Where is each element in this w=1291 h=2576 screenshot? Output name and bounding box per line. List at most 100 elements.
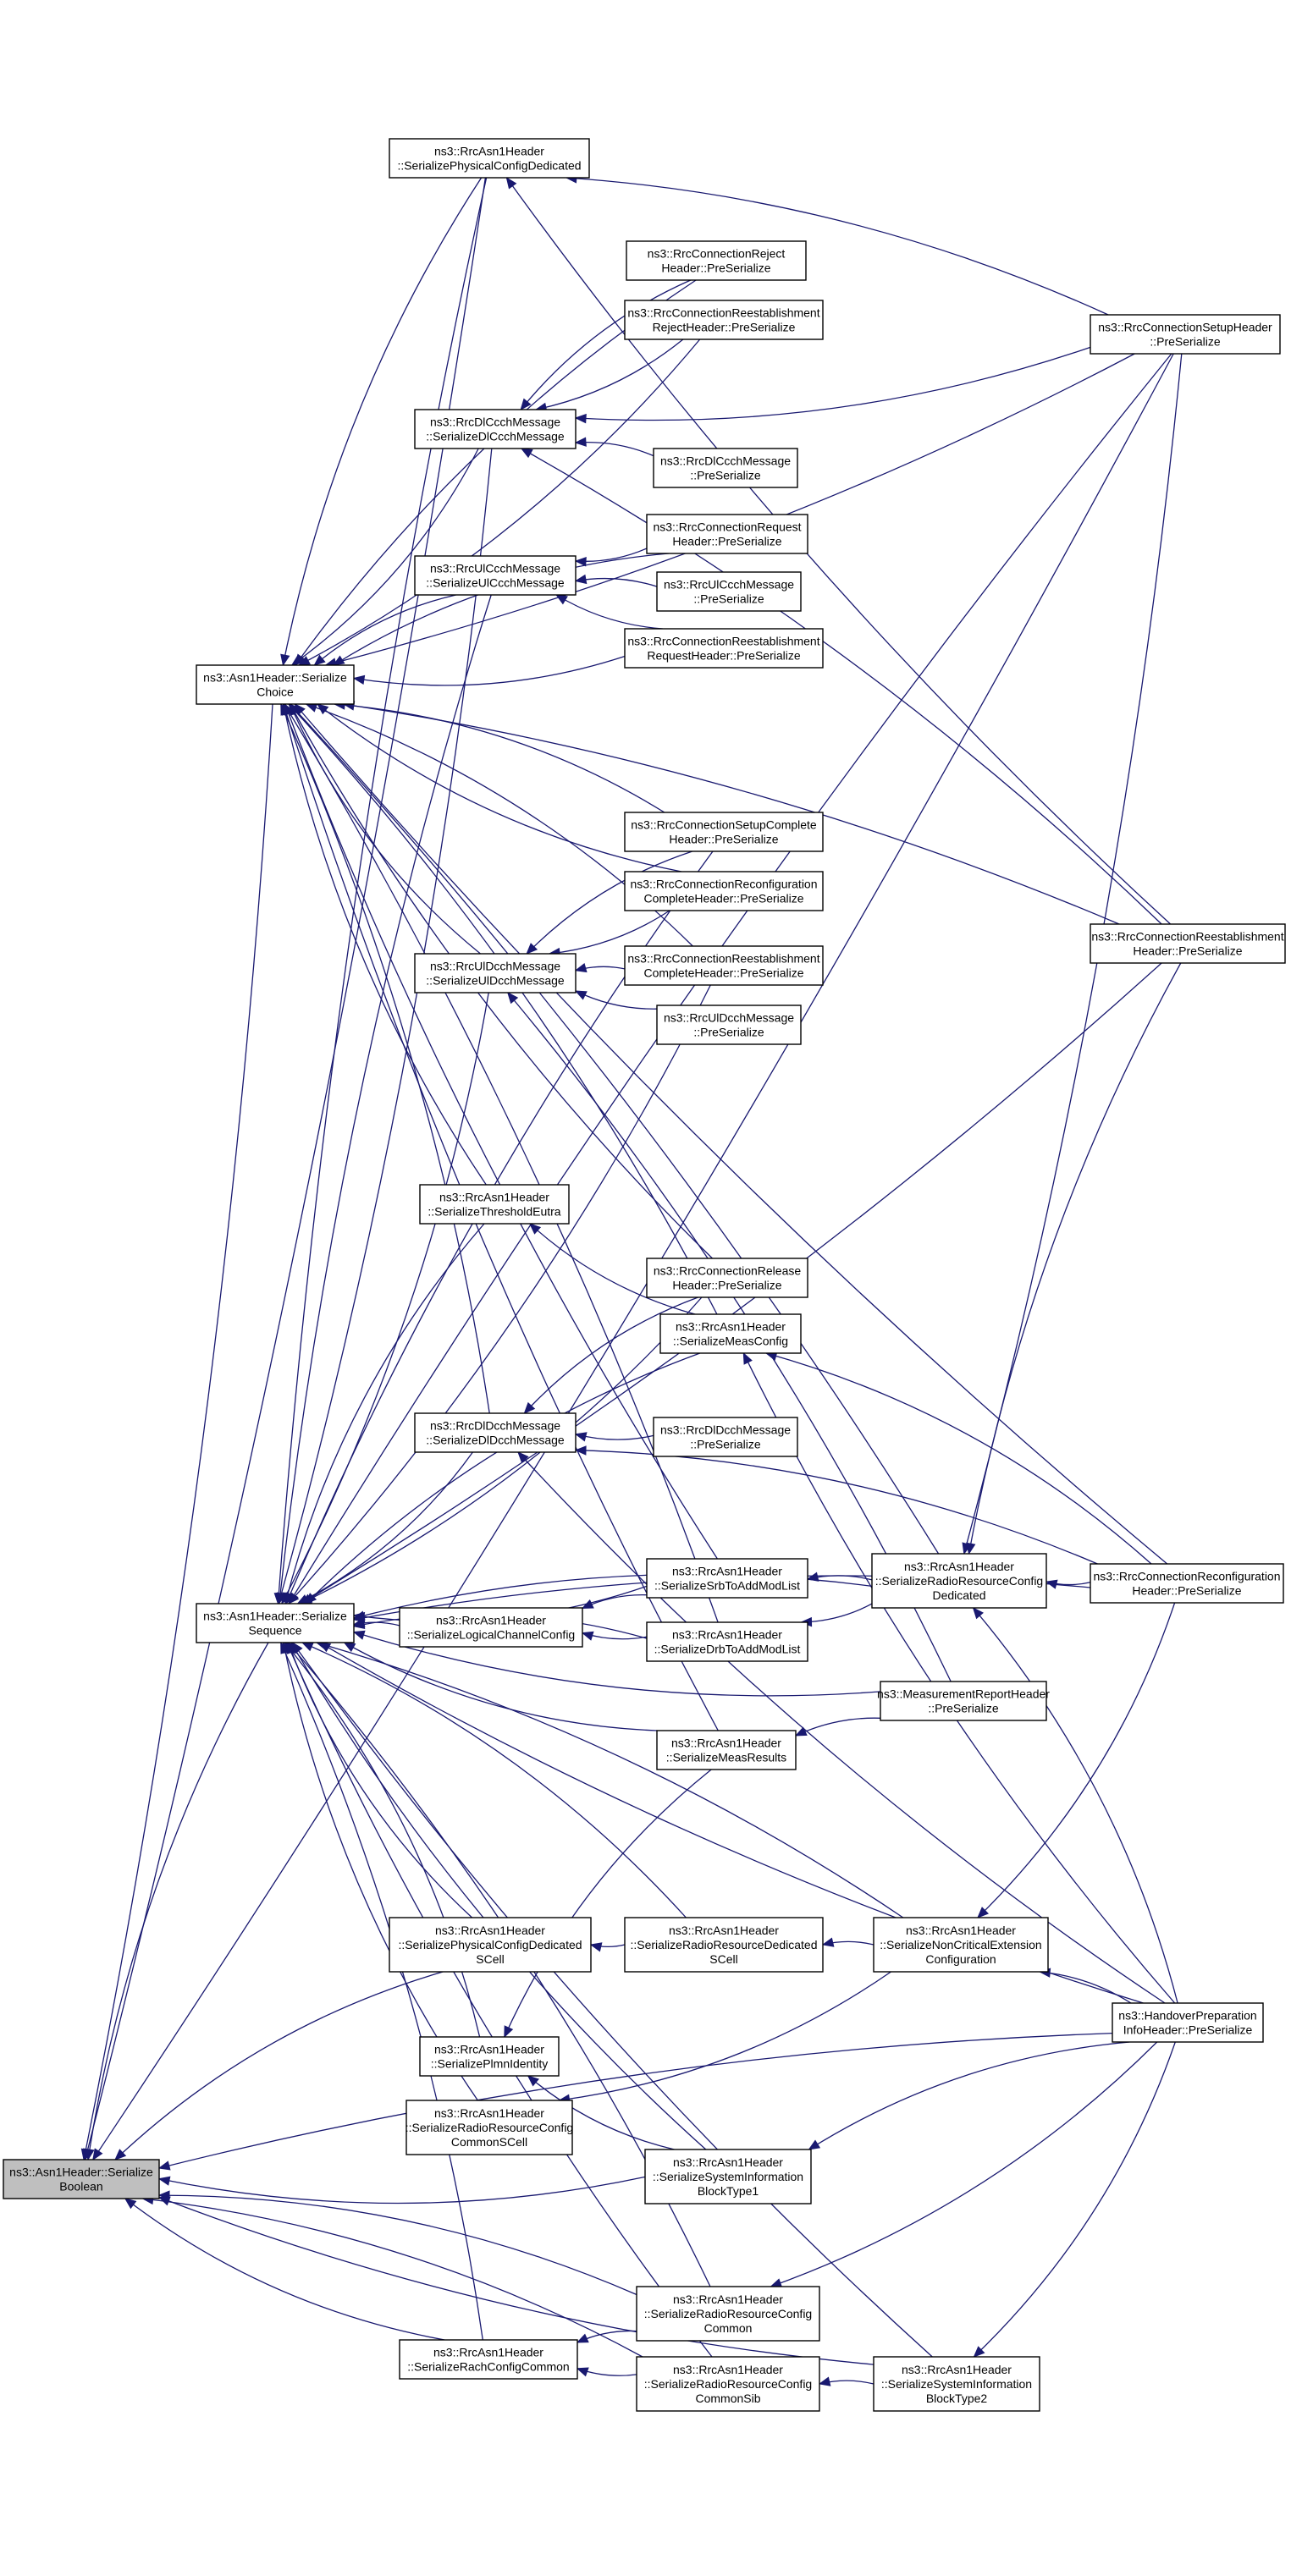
arrowhead-icon xyxy=(1045,1579,1058,1589)
graph-node-noncrit[interactable]: ns3::RrcAsn1Header::SerializeNonCritical… xyxy=(873,1917,1049,1973)
graph-node-rrcommon_scell[interactable]: ns3::RrcAsn1Header::SerializeRadioResour… xyxy=(406,2100,573,2155)
graph-node-measconfig[interactable]: ns3::RrcAsn1Header::SerializeMeasConfig xyxy=(659,1313,802,1354)
node-box[interactable] xyxy=(646,1558,808,1599)
graph-node-conn_release[interactable]: ns3::RrcConnectionReleaseHeader::PreSeri… xyxy=(646,1258,808,1298)
graph-node-reconf_complete[interactable]: ns3::RrcConnectionReconfigurationComplet… xyxy=(624,871,824,911)
node-box[interactable] xyxy=(644,2149,812,2204)
node-box[interactable] xyxy=(414,555,577,596)
node-label-line: ::SerializeDrbToAddModList xyxy=(654,1642,801,1655)
graph-node-thresh[interactable]: ns3::RrcAsn1Header::SerializeThresholdEu… xyxy=(419,1184,570,1225)
node-label-line: BlockType1 xyxy=(698,2184,759,2198)
node-box[interactable] xyxy=(653,1417,798,1457)
arrowhead-icon xyxy=(92,2148,103,2161)
graph-node-ulccch_pre[interactable]: ns3::RrcUlCcchMessage::PreSerialize xyxy=(656,571,802,612)
call-edge-sib1-to-bool xyxy=(158,2176,646,2204)
node-box[interactable] xyxy=(656,571,802,612)
node-box[interactable] xyxy=(873,1917,1049,1973)
node-box[interactable] xyxy=(656,1005,802,1045)
node-box[interactable] xyxy=(873,2356,1040,2412)
node-box[interactable] xyxy=(1090,314,1281,355)
graph-node-rrded_scell[interactable]: ns3::RrcAsn1Header::SerializeRadioResour… xyxy=(624,1917,824,1973)
node-box[interactable] xyxy=(419,1184,570,1225)
graph-node-drb[interactable]: ns3::RrcAsn1Header::SerializeDrbToAddMod… xyxy=(646,1621,808,1662)
node-box[interactable] xyxy=(636,2286,820,2342)
graph-node-rrcommon_sib[interactable]: ns3::RrcAsn1Header::SerializeRadioResour… xyxy=(636,2356,820,2412)
call-edge-setup_complete-to-choice xyxy=(334,703,665,813)
node-label-line: ::SerializeMeasResults xyxy=(666,1750,786,1764)
call-edge-reconf-to-choice xyxy=(294,703,1168,1565)
graph-node-conn_request[interactable]: ns3::RrcConnectionRequestHeader::PreSeri… xyxy=(646,514,808,554)
node-box[interactable] xyxy=(624,628,824,669)
graph-node-rrcommon[interactable]: ns3::RrcAsn1Header::SerializeRadioResour… xyxy=(636,2286,820,2342)
node-box[interactable] xyxy=(646,1258,808,1298)
node-box[interactable] xyxy=(656,1730,797,1770)
node-label-line: ns3::RrcUlCcchMessage xyxy=(664,577,794,591)
graph-node-setup_complete[interactable]: ns3::RrcConnectionSetupCompleteHeader::P… xyxy=(624,812,824,852)
graph-node-sib1[interactable]: ns3::RrcAsn1Header::SerializeSystemInfor… xyxy=(644,2149,812,2204)
node-box[interactable] xyxy=(646,1621,808,1662)
graph-node-dldcch[interactable]: ns3::RrcDlDcchMessage::SerializeDlDcchMe… xyxy=(414,1412,577,1453)
node-box[interactable] xyxy=(3,2159,160,2199)
graph-node-reest[interactable]: ns3::RrcConnectionReestablishmentHeader:… xyxy=(1090,923,1286,964)
graph-node-dlccch_pre[interactable]: ns3::RrcDlCcchMessage::PreSerialize xyxy=(653,448,798,488)
call-edge-setup-to-choice xyxy=(325,353,1135,666)
node-box[interactable] xyxy=(406,2100,573,2155)
graph-node-setup[interactable]: ns3::RrcConnectionSetupHeader::PreSerial… xyxy=(1090,314,1281,355)
graph-node-phys_ded[interactable]: ns3::RrcAsn1Header::SerializePhysicalCon… xyxy=(389,138,590,179)
graph-node-srb[interactable]: ns3::RrcAsn1Header::SerializeSrbToAddMod… xyxy=(646,1558,808,1599)
node-box[interactable] xyxy=(399,1607,583,1648)
node-box[interactable] xyxy=(636,2356,820,2412)
node-box[interactable] xyxy=(389,1917,592,1973)
graph-node-reconf[interactable]: ns3::RrcConnectionReconfigurationHeader:… xyxy=(1090,1563,1284,1604)
graph-node-logch[interactable]: ns3::RrcAsn1Header::SerializeLogicalChan… xyxy=(399,1607,583,1648)
node-box[interactable] xyxy=(624,812,824,852)
graph-node-ulccch[interactable]: ns3::RrcUlCcchMessage::SerializeUlCcchMe… xyxy=(414,555,577,596)
graph-node-phys_scell[interactable]: ns3::RrcAsn1Header::SerializePhysicalCon… xyxy=(389,1917,592,1973)
graph-node-reest_complete[interactable]: ns3::RrcConnectionReestablishmentComplet… xyxy=(624,945,824,986)
node-label-line: ::SerializeSystemInformation xyxy=(881,2377,1032,2391)
graph-node-sib2[interactable]: ns3::RrcAsn1Header::SerializeSystemInfor… xyxy=(873,2356,1040,2412)
graph-node-uldcch_pre[interactable]: ns3::RrcUlDcchMessage::PreSerialize xyxy=(656,1005,802,1045)
node-box[interactable] xyxy=(1112,2002,1264,2043)
node-box[interactable] xyxy=(624,300,824,340)
call-edge-reconf-to-noncrit xyxy=(977,1602,1176,1918)
graph-node-measresults[interactable]: ns3::RrcAsn1Header::SerializeMeasResults xyxy=(656,1730,797,1770)
graph-node-reest_request[interactable]: ns3::RrcConnectionReestablishmentRequest… xyxy=(624,628,824,669)
node-label-line: ::SerializeUlDcchMessage xyxy=(426,973,565,987)
node-box[interactable] xyxy=(871,1553,1047,1609)
graph-node-plmn[interactable]: ns3::RrcAsn1Header::SerializePlmnIdentit… xyxy=(419,2036,560,2077)
graph-node-measreport[interactable]: ns3::MeasurementReportHeader::PreSeriali… xyxy=(877,1681,1050,1721)
node-box[interactable] xyxy=(626,240,807,281)
node-box[interactable] xyxy=(624,871,824,911)
graph-node-uldcch[interactable]: ns3::RrcUlDcchMessage::SerializeUlDcchMe… xyxy=(414,953,577,994)
node-box[interactable] xyxy=(1090,923,1286,964)
node-box[interactable] xyxy=(389,138,590,179)
node-box[interactable] xyxy=(419,2036,560,2077)
node-box[interactable] xyxy=(880,1681,1047,1721)
graph-node-dldcch_pre[interactable]: ns3::RrcDlDcchMessage::PreSerialize xyxy=(653,1417,798,1457)
graph-node-handover[interactable]: ns3::HandoverPreparationInfoHeader::PreS… xyxy=(1112,2002,1264,2043)
graph-node-reest_reject[interactable]: ns3::RrcConnectionReestablishmentRejectH… xyxy=(624,300,824,340)
node-box[interactable] xyxy=(196,664,355,705)
graph-node-dlccch[interactable]: ns3::RrcDlCcchMessage::SerializeDlCcchMe… xyxy=(414,409,577,449)
node-box[interactable] xyxy=(399,2339,578,2380)
node-box[interactable] xyxy=(414,953,577,994)
node-box[interactable] xyxy=(414,1412,577,1453)
node-box[interactable] xyxy=(1090,1563,1284,1604)
node-box[interactable] xyxy=(646,514,808,554)
graph-node-conn_reject[interactable]: ns3::RrcConnectionRejectHeader::PreSeria… xyxy=(626,240,807,281)
call-edge-handover-to-sib2 xyxy=(974,2041,1176,2358)
node-box[interactable] xyxy=(414,409,577,449)
node-box[interactable] xyxy=(659,1313,802,1354)
graph-node-rach[interactable]: ns3::RrcAsn1Header::SerializeRachConfigC… xyxy=(399,2339,578,2380)
node-box[interactable] xyxy=(624,1917,824,1973)
node-box[interactable] xyxy=(196,1603,355,1643)
graph-node-rrded[interactable]: ns3::RrcAsn1Header::SerializeRadioResour… xyxy=(871,1553,1047,1609)
node-box[interactable] xyxy=(653,448,798,488)
arrowhead-icon xyxy=(294,703,306,716)
node-box[interactable] xyxy=(624,945,824,986)
